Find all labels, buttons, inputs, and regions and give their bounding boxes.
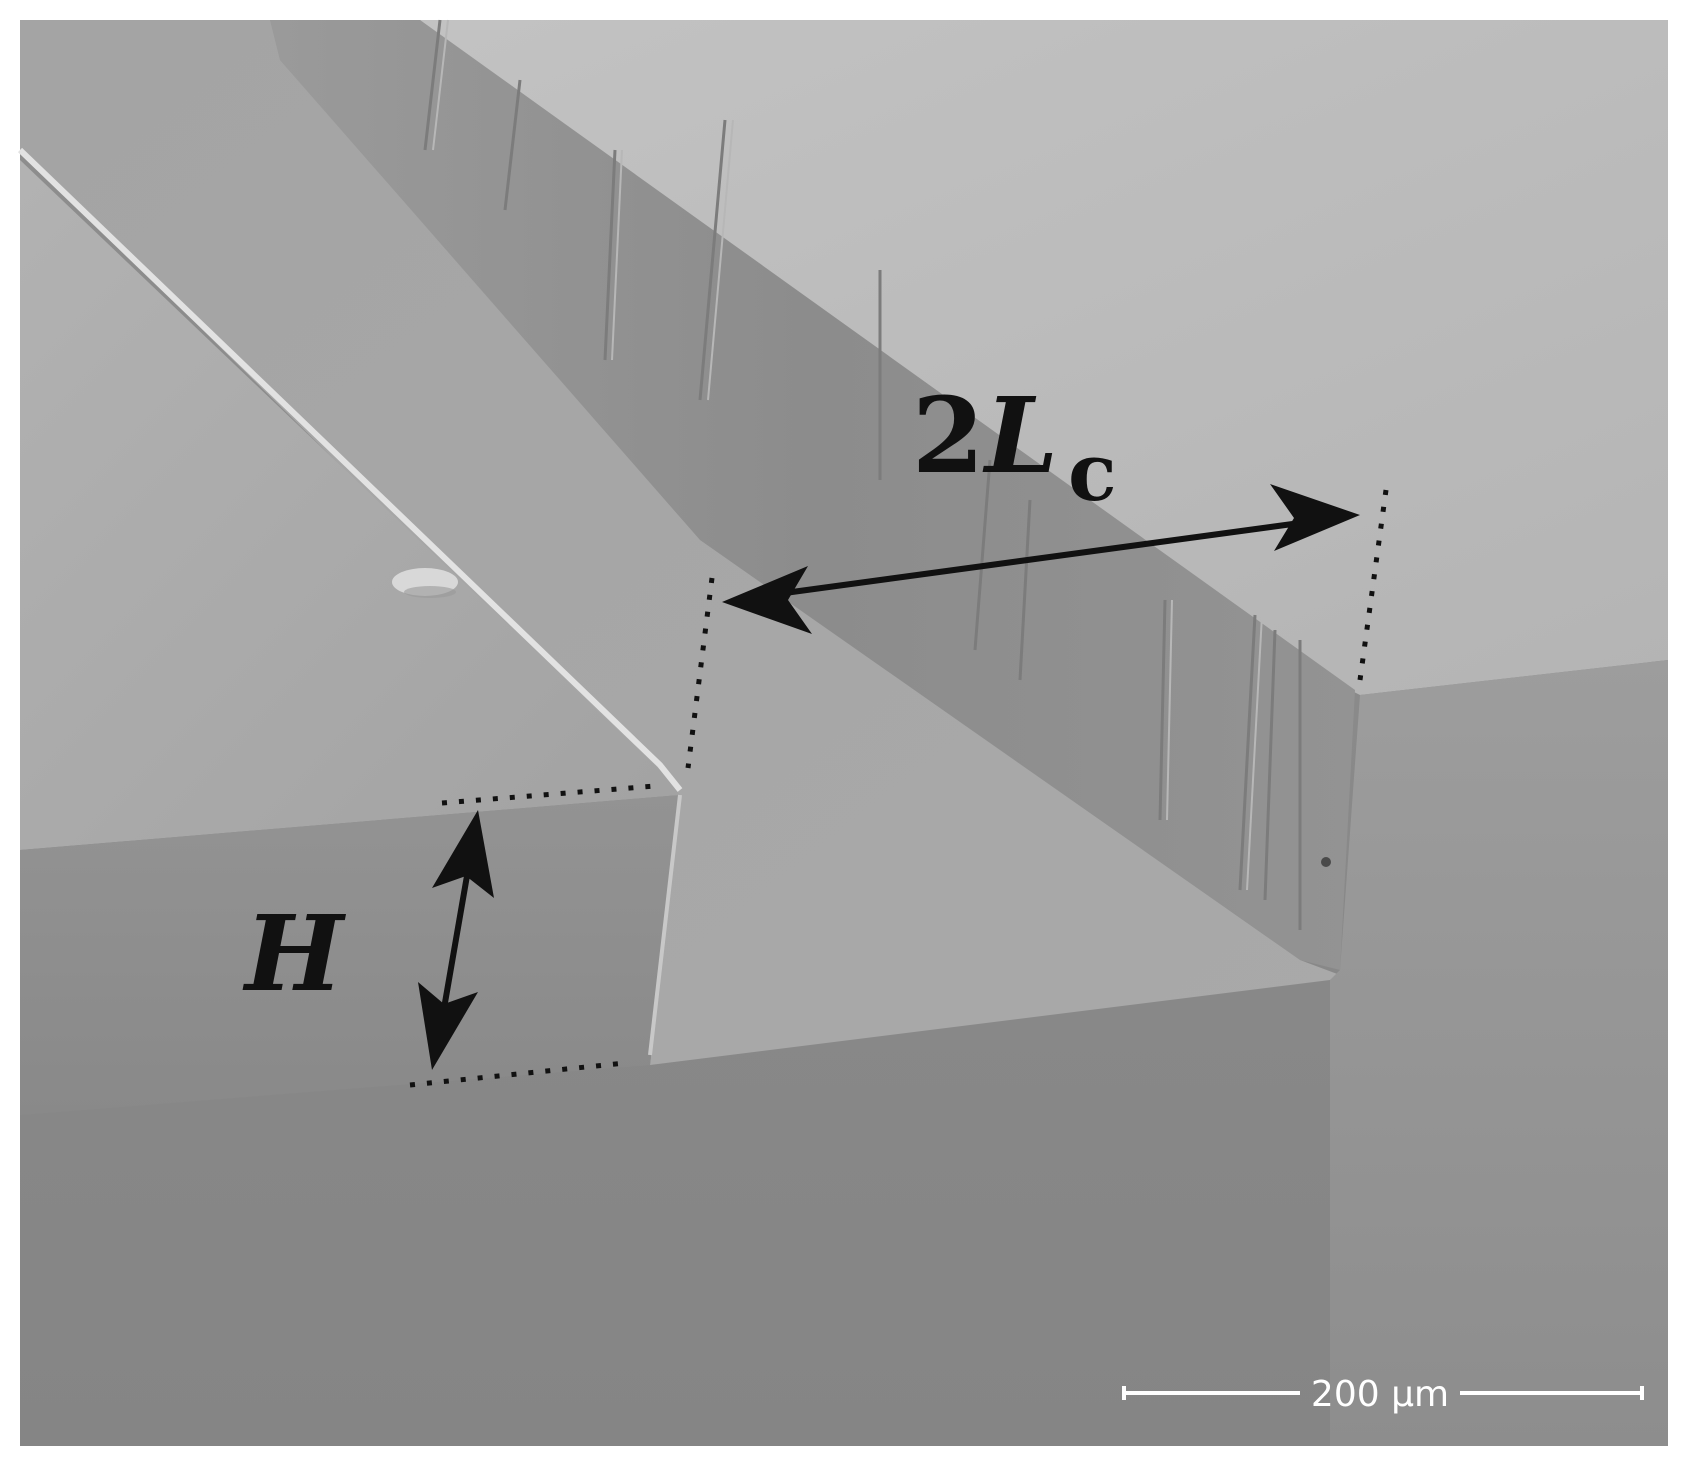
arrow-2lc-shaft — [769, 520, 1301, 598]
dotted-guide-bottom — [409, 1060, 626, 1088]
arrow-2lc-head-right — [1270, 484, 1360, 551]
left-block-edge-highlight — [17, 147, 683, 792]
label-c-subscript: c — [1068, 425, 1117, 519]
arrow-2lc-head-left — [722, 566, 812, 634]
surface-particle-shadow — [404, 586, 456, 598]
label-L: L — [982, 374, 1058, 497]
arrow-h-shaft — [439, 869, 471, 1021]
arrow-h-head-bottom — [418, 982, 478, 1070]
annotation-h-group: H — [242, 783, 656, 1088]
arrow-h-head-top — [432, 810, 494, 898]
surface-defect — [1321, 857, 1331, 867]
channel-side-wall — [270, 20, 1355, 970]
annotation-2lc-group: 2 L c — [685, 374, 1389, 769]
scale-bar-label: 200 µm — [1311, 1374, 1449, 1415]
micrograph-area — [17, 19, 1668, 1446]
channel-floor — [20, 20, 1340, 1065]
label-2: 2 — [912, 374, 984, 497]
label-H: H — [242, 892, 346, 1015]
wall-highlights — [432, 19, 1263, 891]
right-block-face — [1330, 660, 1668, 1446]
left-block-top — [20, 160, 680, 850]
left-block-vertical-edge-highlight — [648, 794, 682, 1056]
left-block-face — [20, 795, 680, 1115]
wall-striations — [423, 19, 1302, 930]
dotted-guide-top — [441, 783, 656, 806]
scale-bar: 200 µm — [1122, 1374, 1644, 1415]
